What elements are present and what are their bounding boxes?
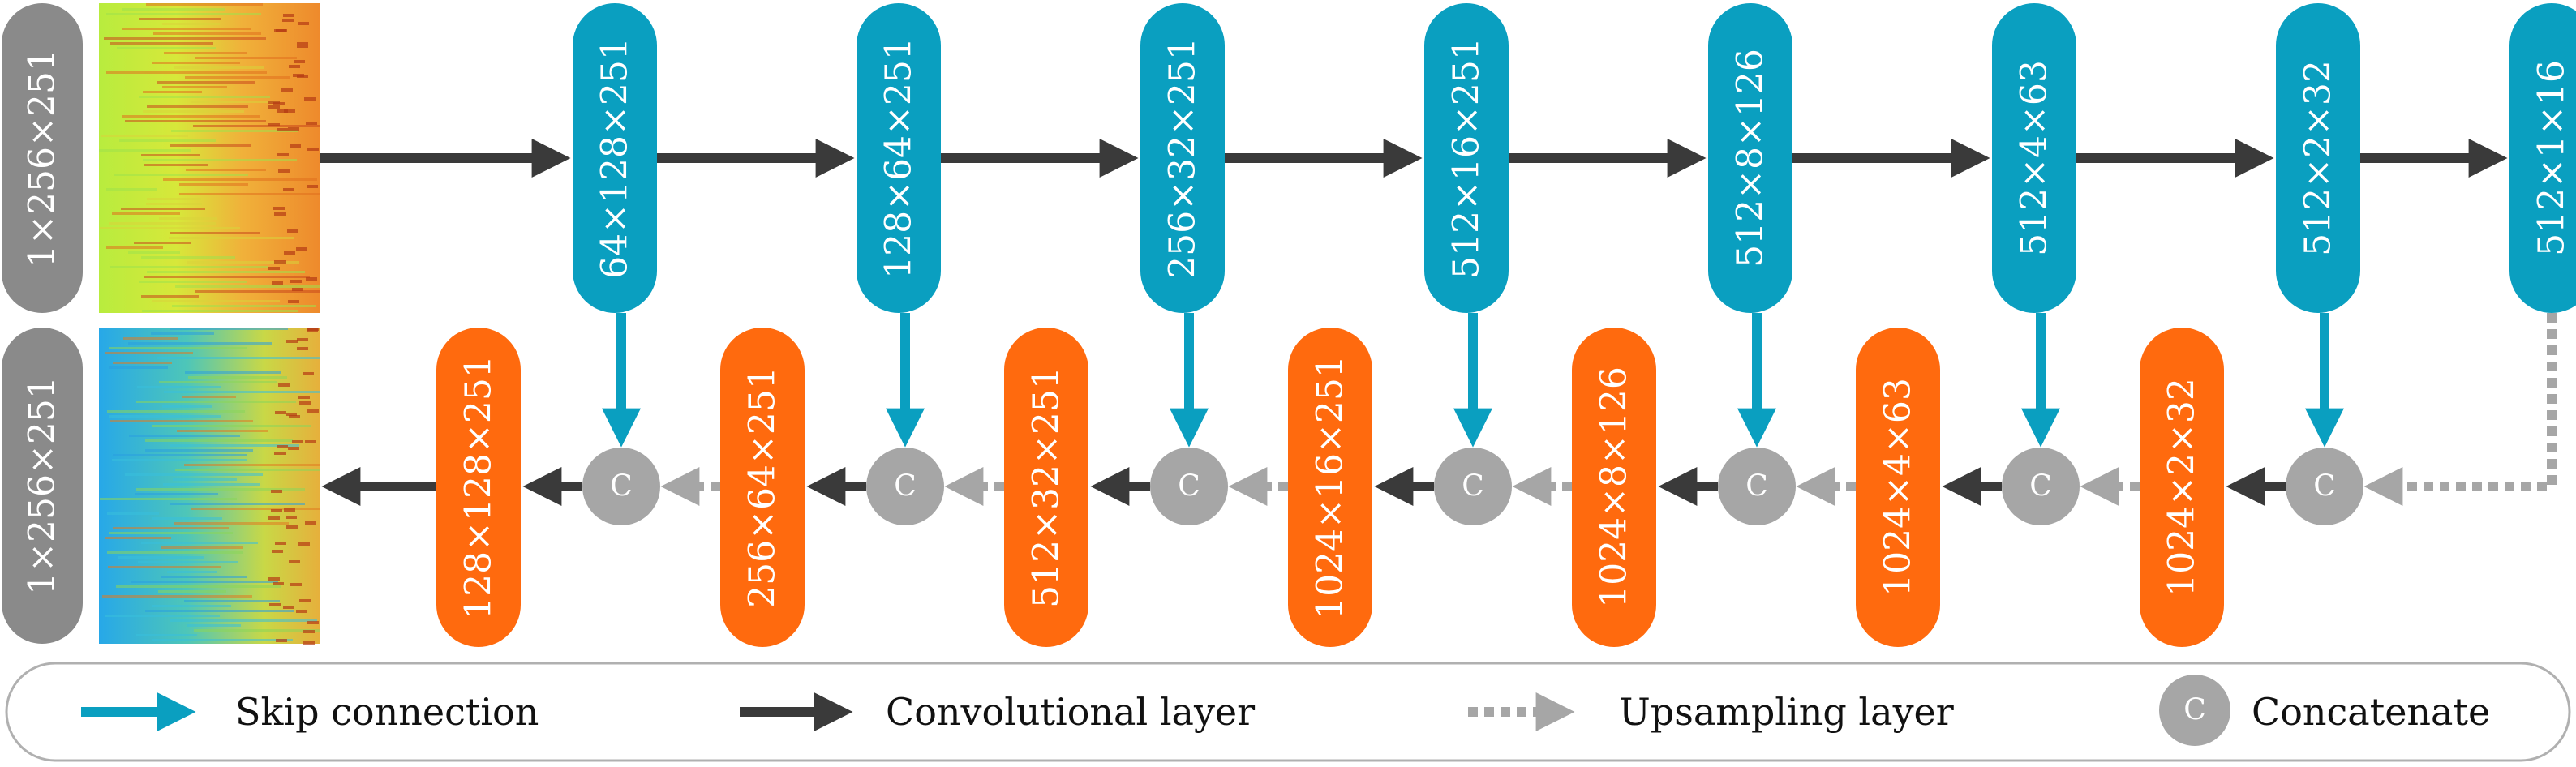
encoder-node-7-label: 512×2×32 [2298,60,2339,256]
encoder-node-8: 512×1×16 [2509,3,2576,313]
encoder-node-4: 512×16×251 [1424,3,1509,313]
encoder-node-1-label: 64×128×251 [595,37,636,279]
upsample-arrow-bottleneck [2363,313,2557,506]
input-label: 1×256×251 [22,49,63,268]
encoder-node-5-label: 512×8×126 [1730,49,1771,268]
decoder-node-7-label: 1024×2×32 [2162,378,2203,597]
legend-concat-symbol [2159,675,2230,746]
concat-node-1: C [582,448,660,525]
encoder-node-8-label: 512×1×16 [2531,60,2573,256]
legend-conv-label: Convolutional layer [886,690,1255,734]
output-pill: 1×256×251 [2,328,83,644]
decoder-node-5-label: 1024×8×126 [1594,366,1635,608]
concat-letter: C [610,470,633,503]
concat-letter: C [1178,470,1200,503]
encoder-node-2-label: 128×64×251 [878,37,920,279]
input-spectrogram [99,3,320,313]
input-pill: 1×256×251 [2,3,83,313]
encoder-node-6-label: 512×4×63 [2014,60,2055,256]
encoder-node-2: 128×64×251 [857,3,941,313]
legend-concat-letter: C [2183,694,2206,727]
decoder-node-7: 1024×2×32 [2140,328,2224,647]
decoder-node-2: 256×64×251 [720,328,805,647]
concat-node-7: C [2286,448,2363,525]
encoder-node-5: 512×8×126 [1708,3,1792,313]
encoder-node-4-label: 512×16×251 [1446,37,1488,279]
concat-letter: C [2029,470,2052,503]
decoder-node-4: 1024×16×251 [1288,328,1372,647]
decoder-node-3-label: 512×32×251 [1026,366,1067,608]
output-label: 1×256×251 [22,376,63,595]
encoder-node-3-label: 256×32×251 [1162,37,1204,279]
concat-letter: C [2313,470,2336,503]
decoder-node-3: 512×32×251 [1004,328,1088,647]
legend-upsample-label: Upsampling layer [1619,690,1954,734]
concat-node-5: C [1718,448,1796,525]
concat-letter: C [894,470,917,503]
decoder-node-2-label: 256×64×251 [742,366,784,608]
arrow-layer [320,139,2557,506]
encoder-node-7: 512×2×32 [2276,3,2360,313]
legend: Skip connection Convolutional layer Upsa… [5,662,2571,762]
decoder-node-4-label: 1024×16×251 [1310,355,1351,619]
decoder-node-1: 128×128×251 [436,328,521,647]
output-spectrogram [99,328,320,645]
decoder-node-5: 1024×8×126 [1572,328,1656,647]
decoder-node-6-label: 1024×4×63 [1878,378,1919,597]
concat-letter: C [1462,470,1484,503]
legend-skip-label: Skip connection [235,690,539,734]
decoder-node-1-label: 128×128×251 [458,355,500,619]
decoder-node-6: 1024×4×63 [1856,328,1940,647]
concat-node-4: C [1434,448,1512,525]
concat-node-6: C [2002,448,2080,525]
encoder-node-1: 64×128×251 [573,3,657,313]
encoder-node-6: 512×4×63 [1992,3,2076,313]
legend-concat-label: Concatenate [2252,690,2490,734]
encoder-node-3: 256×32×251 [1140,3,1225,313]
concat-node-2: C [866,448,944,525]
concat-letter: C [1745,470,1768,503]
concat-node-3: C [1150,448,1228,525]
